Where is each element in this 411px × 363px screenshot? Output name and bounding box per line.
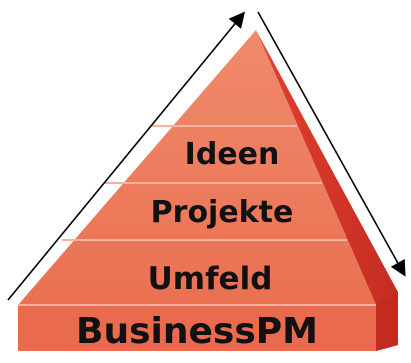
arrow-down-right <box>257 11 406 277</box>
level-label-umfeld: Umfeld <box>148 261 273 297</box>
base-block-front <box>18 305 376 351</box>
arrow-up-left <box>7 11 246 301</box>
level-label-businesspm: BusinessPM <box>76 311 318 352</box>
pyramid-side-face <box>256 30 398 351</box>
level-label-ideen: Ideen <box>185 137 280 172</box>
pyramid-front-face <box>18 30 376 305</box>
level-label-projekte: Projekte <box>151 195 294 230</box>
base-block-side <box>376 292 398 351</box>
